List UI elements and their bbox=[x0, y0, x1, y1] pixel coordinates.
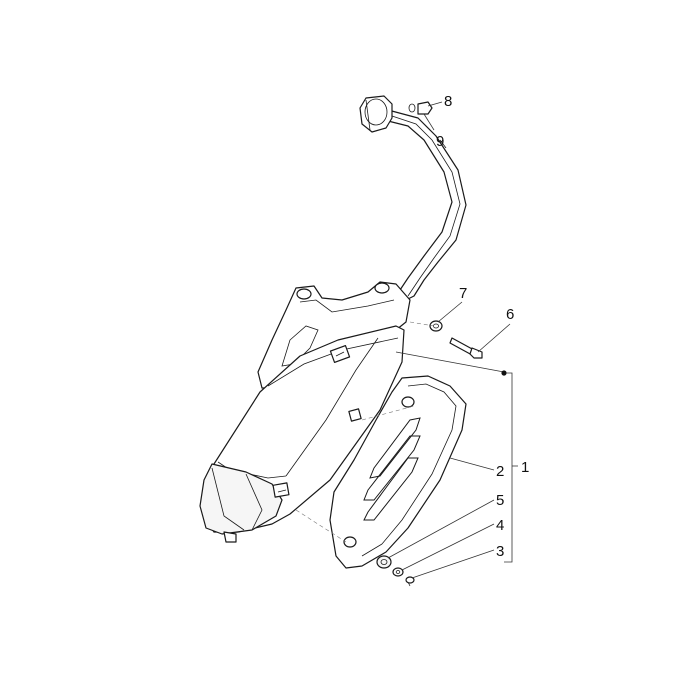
alignment-line bbox=[295, 509, 347, 543]
leader-line bbox=[423, 113, 435, 131]
callout-4: 4 bbox=[496, 517, 504, 534]
exhaust-pipe bbox=[359, 95, 467, 303]
leader-line bbox=[477, 323, 511, 353]
leader-line bbox=[437, 301, 463, 323]
alignment-line bbox=[361, 405, 415, 421]
washer-4 bbox=[392, 567, 404, 577]
leader-line bbox=[449, 457, 495, 471]
leader-dot bbox=[501, 370, 507, 376]
muffler-body bbox=[199, 281, 411, 543]
callout-8: 8 bbox=[444, 93, 452, 110]
leader-line bbox=[387, 499, 495, 559]
leader-line bbox=[401, 523, 495, 571]
callout-5: 5 bbox=[496, 492, 504, 509]
leader-bracket bbox=[504, 372, 513, 563]
callout-3: 3 bbox=[496, 543, 504, 560]
callout-2: 2 bbox=[496, 463, 504, 480]
callout-9: 9 bbox=[436, 133, 444, 150]
callout-6: 6 bbox=[506, 306, 514, 323]
leader-line bbox=[395, 351, 505, 373]
screw-3 bbox=[405, 576, 415, 587]
callout-7: 7 bbox=[459, 285, 467, 302]
callout-1: 1 bbox=[521, 459, 529, 476]
washer-7 bbox=[429, 320, 443, 332]
bolt-6 bbox=[449, 337, 483, 359]
grommet-5 bbox=[376, 555, 392, 569]
heat-shield bbox=[329, 375, 467, 569]
leader-line bbox=[427, 101, 443, 107]
nut-8 bbox=[408, 101, 433, 115]
leader-line bbox=[411, 549, 495, 579]
